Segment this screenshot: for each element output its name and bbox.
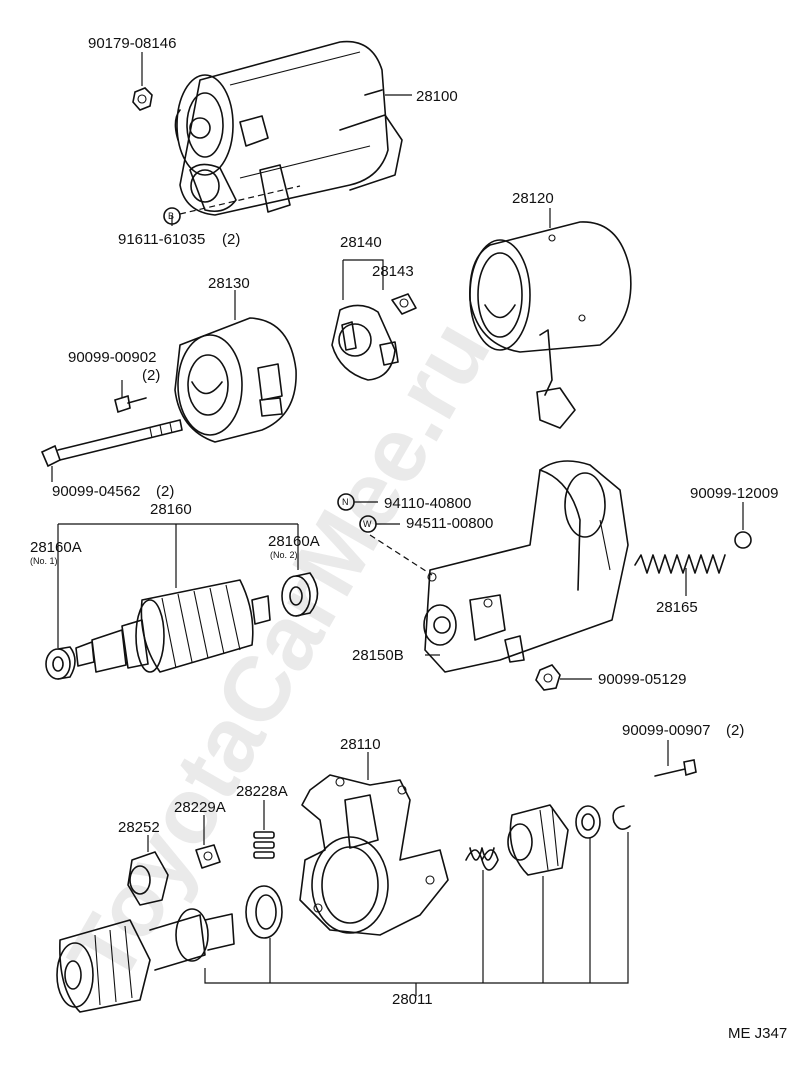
label-91611-61035: 91611-61035	[118, 231, 205, 248]
label-90099-00902: 90099-00902	[68, 349, 156, 366]
stop-collar-drawing	[575, 805, 601, 839]
snap-ring-drawing	[612, 805, 631, 830]
armature-drawing	[75, 579, 271, 673]
label-28252: 28252	[118, 819, 160, 836]
label-90179-08146: 90179-08146	[88, 35, 176, 52]
label-28160a-no2: 28160A	[268, 533, 320, 550]
field-frame-drawing	[469, 221, 632, 429]
rollers-drawing	[253, 831, 275, 859]
label-28130: 28130	[208, 275, 250, 292]
bearing-retainer-drawing	[195, 844, 221, 869]
label-28228a: 28228A	[236, 783, 288, 800]
callout-w: W	[363, 519, 372, 529]
label-28011: 28011	[392, 991, 433, 1008]
nut-90099-05129-drawing	[535, 664, 561, 691]
bolt-90099-00907-drawing	[654, 759, 697, 777]
label-28165: 28165	[656, 599, 698, 616]
return-spring-drawing	[634, 554, 726, 574]
label-94110-40800: 94110-40800	[384, 495, 471, 512]
label-90099-00907-qty: (2)	[726, 722, 744, 739]
starter-pinion-drawing	[507, 804, 569, 876]
label-90099-04562-qty: (2)	[156, 483, 174, 500]
steel-ball-drawing	[734, 531, 752, 549]
callout-b-circle	[163, 207, 181, 225]
label-28229a: 28229A	[174, 799, 226, 816]
end-frame-drawing	[174, 317, 297, 443]
bearing-no2-drawing	[281, 572, 319, 617]
label-90099-04562: 90099-04562	[52, 483, 140, 500]
idler-gear-drawing	[127, 851, 169, 906]
label-90099-12009: 90099-12009	[690, 485, 778, 502]
brush-holder-drawing	[331, 304, 399, 381]
label-28110: 28110	[340, 736, 381, 753]
nut-90179-08146-drawing	[132, 87, 153, 111]
label-28160a-no2-note: (No. 2)	[270, 550, 298, 560]
label-94511-00800: 94511-00800	[406, 515, 493, 532]
through-bolt-drawing	[40, 419, 183, 468]
label-28150b: 28150B	[352, 647, 404, 664]
label-28143: 28143	[372, 263, 414, 280]
starter-clutch-drawing	[56, 908, 235, 1013]
seal-drawing	[245, 885, 283, 939]
label-91611-61035-qty: (2)	[222, 231, 240, 248]
label-28100: 28100	[416, 88, 458, 105]
label-28140: 28140	[340, 234, 382, 251]
label-90099-00902-qty: (2)	[142, 367, 160, 384]
label-28160a-no1: 28160A	[30, 539, 82, 556]
diagram-code: ME J347	[728, 1025, 787, 1042]
callout-n: N	[342, 497, 349, 507]
magnetic-switch-drawing	[423, 460, 629, 673]
starter-assembly-drawing	[174, 40, 403, 216]
label-90099-05129: 90099-05129	[598, 671, 686, 688]
label-28120: 28120	[512, 190, 554, 207]
label-28160: 28160	[150, 501, 192, 518]
screw-90099-00902-drawing	[114, 394, 147, 414]
bearing-no1-drawing	[45, 646, 76, 680]
label-28160a-no1-note: (No. 1)	[30, 556, 58, 566]
label-90099-00907: 90099-00907	[622, 722, 710, 739]
brush-spring-drawing	[391, 293, 417, 315]
callout-b: B	[168, 211, 174, 221]
pinion-spring-drawing	[465, 847, 499, 871]
drive-housing-drawing	[299, 774, 449, 936]
